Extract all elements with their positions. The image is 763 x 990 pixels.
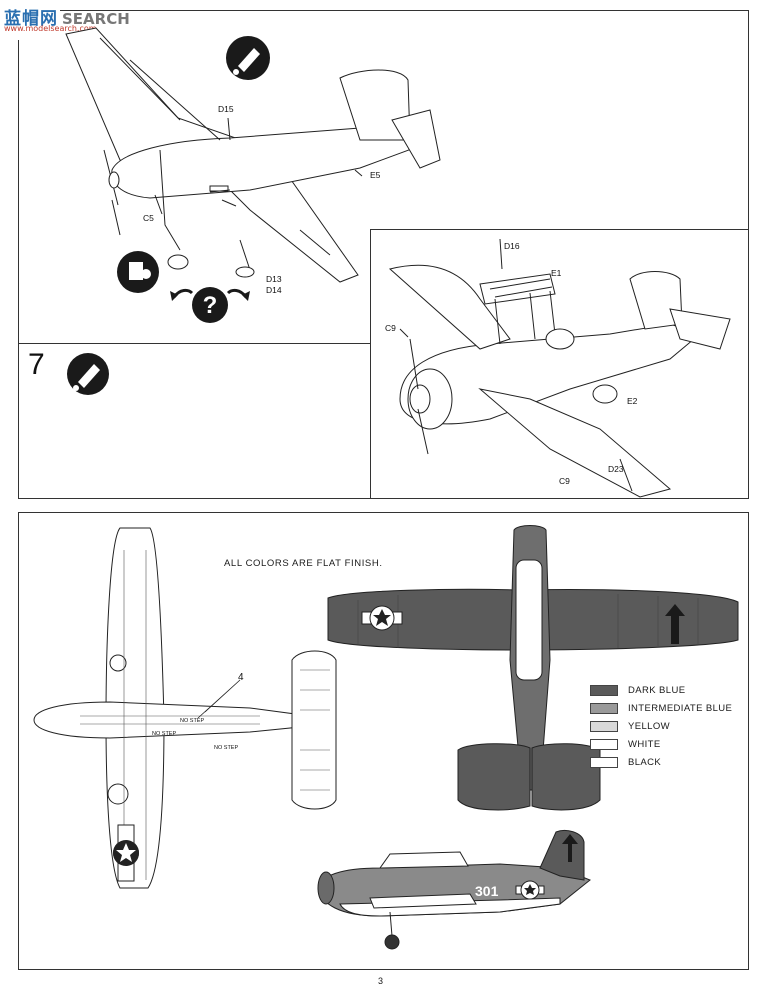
step-1-panel <box>18 10 749 344</box>
stencil-no-step-3: NO STEP <box>214 745 239 751</box>
part-label-d23: D23 <box>608 464 624 474</box>
color-legend: DARK BLUE INTERMEDIATE BLUE YELLOW WHITE… <box>590 681 732 771</box>
help-rotate-icon: ? <box>170 287 250 323</box>
legend-label: YELLOW <box>628 720 670 732</box>
wing-arrow-marking <box>665 604 685 644</box>
legend-label: WHITE <box>628 738 661 750</box>
swatch-yellow <box>590 720 618 732</box>
part-label-e5: E5 <box>370 170 381 180</box>
national-insignia-top <box>113 824 139 882</box>
painting-caption: ALL COLORS ARE FLAT FINISH. <box>224 558 383 569</box>
step-1-assembly-drawing: ? <box>65 27 441 323</box>
top-view-drawing <box>33 527 337 889</box>
legend-item-yellow: YELLOW <box>590 717 732 735</box>
legend-label: DARK BLUE <box>628 684 686 696</box>
part-label-c5: C5 <box>143 213 154 223</box>
step-7-assembly-drawing <box>388 238 731 498</box>
glue-icon <box>226 36 270 80</box>
page-number: 3 <box>378 976 384 986</box>
decal-callout-number: 4 <box>238 672 244 683</box>
legend-label: BLACK <box>628 756 662 768</box>
glue-icon <box>67 353 109 395</box>
legend-item-dark-blue: DARK BLUE <box>590 681 732 699</box>
part-label-c9-bottom: C9 <box>559 476 570 486</box>
part-label-c9-top: C9 <box>385 323 396 333</box>
part-label-d16: D16 <box>504 241 520 251</box>
painting-panel <box>18 512 749 970</box>
fuselage-code: 301 <box>475 883 499 899</box>
swatch-intermediate-blue <box>590 702 618 714</box>
step-7-glue-icon-wrap <box>67 353 109 395</box>
part-label-d13: D13 <box>266 274 282 284</box>
step-number: 7 <box>28 348 45 381</box>
part-label-e2: E2 <box>627 396 638 406</box>
stencil-no-step-2: NO STEP <box>152 731 177 737</box>
stencil-no-step-1: NO STEP <box>180 718 205 724</box>
watermark-search-text: SEARCH <box>62 10 130 28</box>
legend-item-white: WHITE <box>590 735 732 753</box>
watermark-logo-text: 蓝帽网 <box>4 9 58 29</box>
swatch-black <box>590 756 618 768</box>
step-7-bottom-rule <box>18 498 749 499</box>
part-label-d14: D14 <box>266 285 282 295</box>
legend-label: INTERMEDIATE BLUE <box>628 702 733 714</box>
step-1-left-rule <box>18 40 19 344</box>
swatch-dark-blue <box>590 684 618 696</box>
watermark-url: www.modelsearch.com <box>4 24 97 33</box>
paint-icon <box>117 251 159 293</box>
legend-item-intermediate-blue: INTERMEDIATE BLUE <box>590 699 732 717</box>
step-1-top-rule <box>60 10 749 11</box>
swatch-white <box>590 738 618 750</box>
svg-text:?: ? <box>203 292 218 319</box>
step-1-bottom-rule <box>18 343 370 344</box>
part-label-e1: E1 <box>551 268 562 278</box>
bottom-view-drawing <box>327 525 739 811</box>
side-view-drawing <box>317 829 591 950</box>
part-label-d15: D15 <box>218 104 234 114</box>
legend-item-black: BLACK <box>590 753 732 771</box>
national-insignia-bottom-wing <box>361 605 403 631</box>
